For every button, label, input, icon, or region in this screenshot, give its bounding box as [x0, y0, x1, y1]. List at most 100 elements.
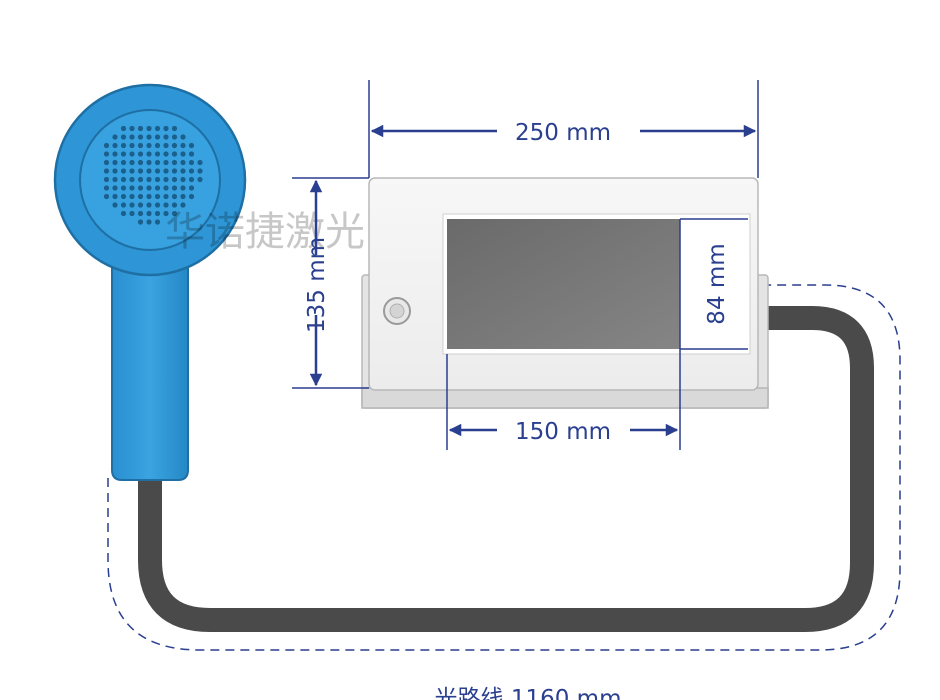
grill-hole — [120, 142, 127, 149]
grill-hole — [180, 168, 186, 174]
grill-hole — [180, 193, 186, 200]
grill-hole — [146, 151, 152, 157]
extension-lines — [292, 80, 759, 450]
grill-hole — [137, 125, 144, 132]
grill-hole — [112, 134, 118, 140]
grill-hole — [171, 185, 178, 191]
grill-hole — [154, 210, 161, 217]
grill-hole — [146, 125, 152, 132]
grill-hole — [120, 134, 127, 140]
grill-hole — [197, 168, 203, 174]
grill-hole — [129, 185, 135, 191]
grill-hole — [120, 125, 127, 132]
grill-hole — [171, 176, 178, 183]
grill-hole — [188, 159, 195, 166]
grill-hole — [112, 176, 118, 183]
watermark: 华诺捷激光 — [165, 209, 365, 255]
grill-hole — [120, 176, 127, 183]
grill-hole — [171, 151, 178, 157]
grill-hole — [163, 151, 169, 157]
grill-hole — [137, 151, 144, 157]
grill-hole — [154, 168, 161, 174]
grill-hole — [120, 202, 127, 208]
grill-hole — [129, 210, 135, 217]
grill-hole — [171, 142, 178, 149]
grill-hole — [112, 151, 118, 157]
grill-hole — [129, 159, 135, 166]
grill-hole — [112, 168, 118, 174]
cable-length-label: 光路线 1160 mm — [435, 686, 622, 700]
height-dimension-label: 135 mm — [304, 237, 330, 333]
grill-hole — [180, 185, 186, 191]
grill-hole — [129, 134, 135, 140]
grill-hole — [129, 142, 135, 149]
grill-hole — [112, 185, 118, 191]
width-dimension-label: 250 mm — [515, 120, 611, 146]
grill-hole — [171, 193, 178, 200]
grill-hole — [137, 176, 144, 183]
grill-hole — [137, 134, 144, 140]
cable-length-outline — [107, 284, 901, 651]
grill-hole — [146, 202, 152, 208]
grill-hole — [103, 176, 110, 183]
grill-hole — [180, 142, 186, 149]
grill-hole — [171, 134, 178, 140]
laser-handpiece-icon — [53, 83, 247, 481]
grill-hole — [180, 176, 186, 183]
device-base — [361, 387, 769, 409]
grill-hole — [137, 193, 144, 200]
grill-hole — [163, 202, 169, 208]
grill-hole — [103, 151, 110, 157]
grill-hole — [103, 168, 110, 174]
grill-hole — [171, 125, 178, 132]
grill-hole — [103, 185, 110, 191]
grill-hole — [180, 202, 186, 208]
grill-hole — [154, 193, 161, 200]
grill-hole — [137, 202, 144, 208]
grill-hole — [171, 159, 178, 166]
grill-hole — [171, 210, 178, 217]
grill-hole — [163, 193, 169, 200]
grill-hole — [137, 210, 144, 217]
grill-hole — [146, 219, 152, 225]
grill-hole — [180, 159, 186, 166]
grill-hole — [154, 151, 161, 157]
power-button-icon[interactable] — [383, 297, 411, 325]
handpiece-handle — [111, 248, 189, 481]
grill-hole — [120, 210, 127, 217]
grill-hole — [197, 159, 203, 166]
grill-hole — [129, 168, 135, 174]
grill-hole — [154, 185, 161, 191]
optical-cable — [138, 306, 874, 632]
grill-hole — [163, 159, 169, 166]
grill-hole — [146, 210, 152, 217]
grill-hole — [137, 168, 144, 174]
grill-hole — [112, 193, 118, 200]
grill-hole — [129, 193, 135, 200]
grill-hole — [171, 168, 178, 174]
grill-hole — [188, 168, 195, 174]
grill-hole — [163, 176, 169, 183]
grill-hole — [137, 159, 144, 166]
grill-hole — [163, 210, 169, 217]
dimension-arrows — [309, 124, 757, 437]
grill-hole — [129, 125, 135, 132]
grill-hole — [146, 176, 152, 183]
grill-hole — [146, 185, 152, 191]
grill-hole — [120, 185, 127, 191]
device-screen — [447, 219, 680, 349]
grill-hole — [163, 125, 169, 132]
screen-height-dimension-label: 84 mm — [704, 243, 730, 324]
grill-hole — [197, 176, 203, 183]
grill-hole — [129, 151, 135, 157]
grill-hole — [163, 142, 169, 149]
grill-hole — [154, 202, 161, 208]
grill-hole — [154, 159, 161, 166]
grill-hole — [180, 134, 186, 140]
grill-hole — [171, 202, 178, 208]
grill-hole — [120, 151, 127, 157]
grill-hole — [120, 159, 127, 166]
grill-hole — [137, 219, 144, 225]
handpiece-grill — [103, 125, 203, 225]
